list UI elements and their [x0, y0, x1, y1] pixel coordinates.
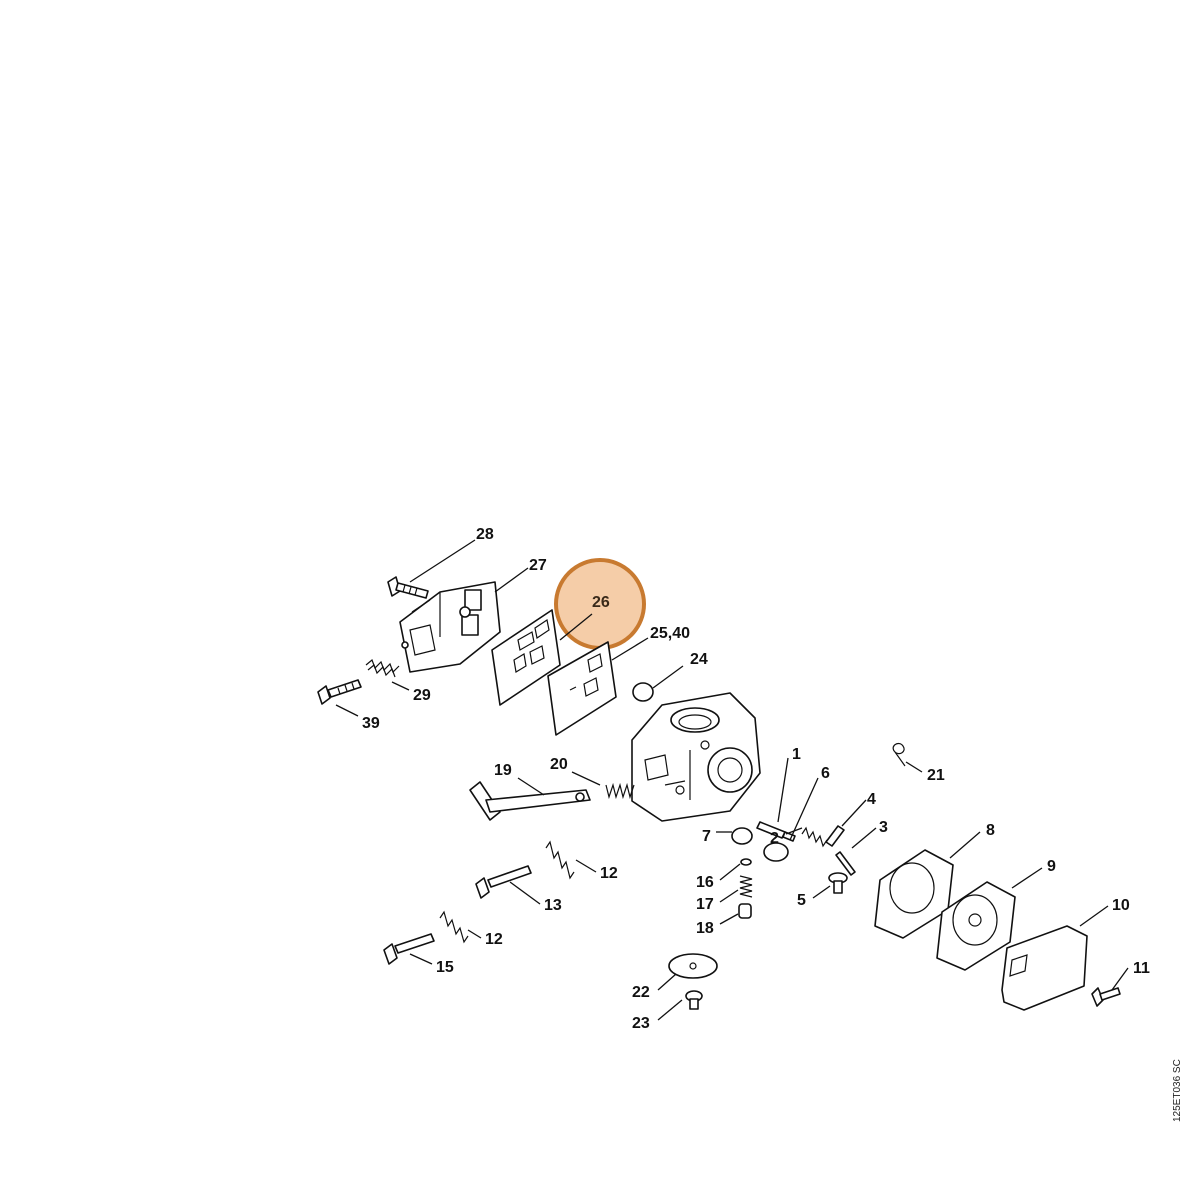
part-17-spring[interactable] — [739, 875, 753, 898]
part-2-spring[interactable] — [801, 826, 828, 848]
label-11[interactable]: 11 — [1133, 960, 1150, 977]
label-21[interactable]: 21 — [927, 767, 945, 784]
label-25-40[interactable]: 25,40 — [650, 625, 690, 642]
label-18[interactable]: 18 — [696, 920, 714, 937]
part-11-screw[interactable] — [1091, 987, 1121, 1007]
part-29-spring[interactable] — [365, 658, 400, 678]
label-23[interactable]: 23 — [632, 1015, 650, 1032]
label-6[interactable]: 6 — [821, 765, 830, 782]
label-13[interactable]: 13 — [544, 897, 562, 914]
label-10[interactable]: 10 — [1112, 897, 1130, 914]
label-16[interactable]: 16 — [696, 874, 714, 891]
part-12-spring-lower[interactable] — [439, 910, 469, 944]
part-20-spring[interactable] — [605, 782, 635, 800]
part-9-diaphragm[interactable] — [936, 881, 1016, 971]
label-17[interactable]: 17 — [696, 896, 714, 913]
label-8[interactable]: 8 — [986, 822, 995, 839]
part-22-cover[interactable] — [668, 953, 718, 979]
part-26-gasket[interactable] — [491, 609, 561, 706]
reference-code: 125ET036 SC — [1172, 1059, 1183, 1122]
part-13-adjusting-screw[interactable] — [475, 865, 532, 899]
leader-lines — [335, 539, 1129, 1021]
part-21-clip[interactable] — [892, 742, 906, 767]
label-12-upper[interactable]: 12 — [600, 865, 618, 882]
label-26[interactable]: 26 — [592, 594, 610, 611]
part-4-control-lever[interactable] — [825, 825, 856, 876]
part-39-adjusting-screw[interactable] — [317, 679, 362, 705]
label-1[interactable]: 1 — [792, 746, 801, 763]
part-16-ring[interactable] — [740, 858, 752, 866]
part-19-lever[interactable] — [469, 781, 591, 821]
label-2[interactable]: 2 — [770, 830, 779, 847]
part-24-screen[interactable] — [632, 682, 654, 702]
carburetor-body[interactable] — [631, 692, 761, 822]
label-27[interactable]: 27 — [529, 557, 547, 574]
label-7[interactable]: 7 — [702, 828, 711, 845]
label-20[interactable]: 20 — [550, 756, 568, 773]
part-6-plug[interactable] — [763, 842, 789, 862]
label-15[interactable]: 15 — [436, 959, 454, 976]
part-12-spring-upper[interactable] — [545, 840, 575, 880]
label-39[interactable]: 39 — [362, 715, 380, 732]
part-18-valve[interactable] — [738, 903, 752, 919]
part-27-pump-cover[interactable] — [399, 581, 501, 673]
label-22[interactable]: 22 — [632, 984, 650, 1001]
label-28[interactable]: 28 — [476, 526, 494, 543]
label-9[interactable]: 9 — [1047, 858, 1056, 875]
part-5-screw[interactable] — [828, 872, 848, 894]
part-23-screw[interactable] — [685, 990, 703, 1010]
label-19[interactable]: 19 — [494, 762, 512, 779]
part-labels: 28 27 26 25,40 24 29 39 19 20 1 6 21 4 3… — [362, 526, 1150, 1032]
label-12-lower[interactable]: 12 — [485, 931, 503, 948]
part-10-end-cover[interactable] — [1001, 925, 1088, 1011]
label-3[interactable]: 3 — [879, 819, 888, 836]
part-28-screw[interactable] — [387, 576, 429, 599]
label-5[interactable]: 5 — [797, 892, 806, 909]
part-1-needle[interactable] — [756, 821, 796, 842]
label-24[interactable]: 24 — [690, 651, 708, 668]
label-29[interactable]: 29 — [413, 687, 431, 704]
part-7-plug[interactable] — [731, 827, 753, 845]
label-4[interactable]: 4 — [867, 791, 876, 808]
part-25-40-diaphragm[interactable] — [547, 641, 617, 736]
part-15-adjusting-screw[interactable] — [383, 933, 435, 965]
